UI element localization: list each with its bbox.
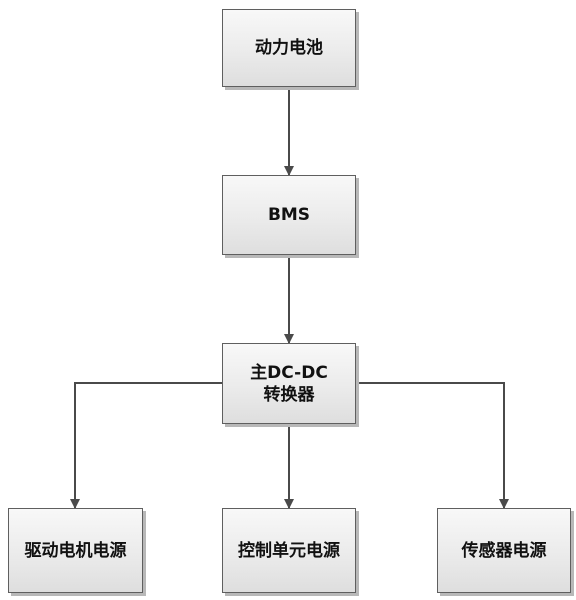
node-power-battery: 动力电池 bbox=[222, 9, 356, 87]
arrow-dcdc-to-sensor-power bbox=[356, 382, 509, 509]
node-main-dcdc-converter: 主DC-DC 转换器 bbox=[222, 343, 356, 424]
node-drive-motor-power: 驱动电机电源 bbox=[8, 508, 143, 593]
node-bms: BMS bbox=[222, 175, 356, 255]
node-control-unit-power: 控制单元电源 bbox=[222, 508, 356, 593]
node-sensor-power: 传感器电源 bbox=[437, 508, 571, 593]
arrow-dcdc-to-motor-power bbox=[70, 382, 222, 509]
